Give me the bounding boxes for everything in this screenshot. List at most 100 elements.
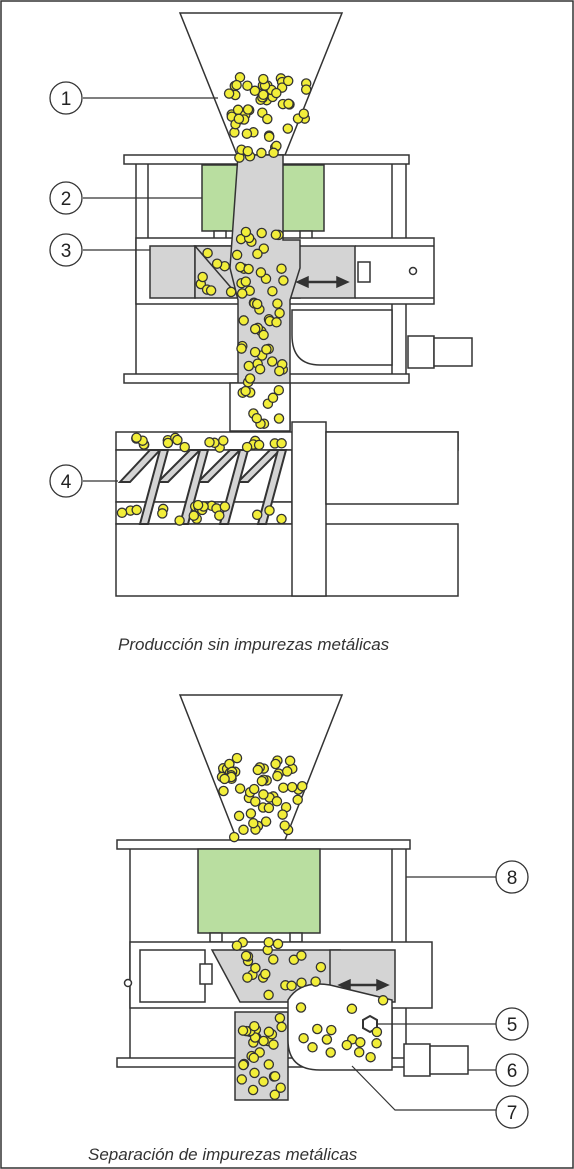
pellet (276, 513, 287, 525)
pellet (218, 435, 229, 446)
pellet (267, 285, 278, 297)
pellet (307, 1042, 318, 1053)
pellet (260, 968, 271, 980)
callout-1: 1 (49, 81, 83, 115)
pellet (237, 1025, 249, 1036)
pellet (188, 510, 200, 521)
bottom-top-rail (116, 839, 411, 850)
pellet (268, 954, 279, 965)
callout-8: 8 (495, 860, 529, 894)
pellet (286, 781, 298, 793)
pellet (267, 392, 279, 404)
svg-text:5: 5 (507, 1015, 518, 1036)
pellet (264, 505, 275, 516)
pellet (271, 796, 283, 807)
pellet (263, 802, 275, 814)
pellet (242, 104, 254, 115)
callout-2: 2 (49, 181, 83, 215)
pellet (258, 789, 269, 800)
pellet (377, 995, 389, 1006)
pellet (245, 808, 257, 819)
pellet (295, 1002, 307, 1013)
pellet (279, 820, 290, 831)
pellet (276, 438, 287, 449)
pellet (241, 128, 253, 139)
pellet (250, 796, 261, 807)
pellet (250, 962, 261, 974)
pellet (240, 385, 251, 397)
pellet (205, 285, 217, 296)
pellet (271, 317, 282, 328)
top-reject-chute (291, 309, 393, 366)
svg-text:3: 3 (61, 241, 72, 262)
svg-text:4: 4 (61, 472, 72, 493)
pellet (260, 816, 272, 827)
pellet (253, 439, 265, 451)
pellet (251, 298, 263, 310)
pellet (271, 87, 282, 99)
pellet (283, 98, 294, 110)
pellet (266, 356, 278, 367)
pellet (242, 145, 254, 157)
pellet (249, 85, 261, 97)
pellet (263, 1026, 275, 1038)
pellet (243, 263, 254, 275)
pellet (270, 758, 281, 770)
bottom-detector (197, 848, 321, 934)
pellet (248, 1052, 260, 1064)
pellet (252, 248, 263, 260)
pellet (325, 1047, 336, 1058)
pellet (236, 288, 248, 299)
pellet (321, 1034, 333, 1045)
pellet (162, 437, 174, 449)
pellet (241, 441, 253, 453)
pellet (249, 1067, 260, 1079)
callout-5: 5 (495, 1007, 529, 1041)
pellet (269, 1089, 281, 1101)
pellet (179, 441, 190, 453)
svg-text:8: 8 (507, 868, 518, 889)
bottom-pellets (216, 752, 389, 1101)
pellet (276, 263, 287, 274)
pellet (298, 108, 310, 119)
pellet (234, 783, 246, 794)
svg-text:7: 7 (507, 1103, 518, 1124)
pellet (219, 773, 230, 785)
pellet (275, 1082, 286, 1093)
pellet (225, 286, 237, 298)
pellet (240, 950, 252, 962)
pellet (254, 363, 266, 375)
pellet (282, 75, 294, 87)
top-callouts (83, 97, 218, 482)
pellet (192, 499, 204, 511)
pellet (282, 123, 294, 134)
pellet (218, 785, 229, 797)
caption-bottom: Separación de impurezas metálicas (88, 1145, 358, 1164)
pellet (281, 766, 293, 777)
pellet (248, 817, 259, 829)
pellet (292, 794, 303, 806)
top-pellets (116, 72, 312, 526)
pellet (228, 831, 240, 843)
pellet (251, 509, 263, 521)
pellet (272, 298, 283, 309)
pellet (276, 1021, 287, 1033)
pellet (249, 1020, 260, 1032)
pellet (202, 247, 213, 259)
pellet (231, 940, 243, 951)
pellet (263, 131, 275, 143)
pellet (261, 344, 272, 355)
pellet (262, 113, 273, 125)
pellet (249, 346, 261, 358)
pellet (274, 1012, 286, 1024)
pellet (231, 79, 242, 91)
pellet (197, 271, 208, 283)
pellet (300, 84, 312, 95)
pellet (258, 329, 269, 341)
pellet (315, 961, 327, 973)
pellet (263, 936, 274, 948)
top-ejector (407, 335, 435, 369)
bottom-callouts (351, 876, 496, 1111)
